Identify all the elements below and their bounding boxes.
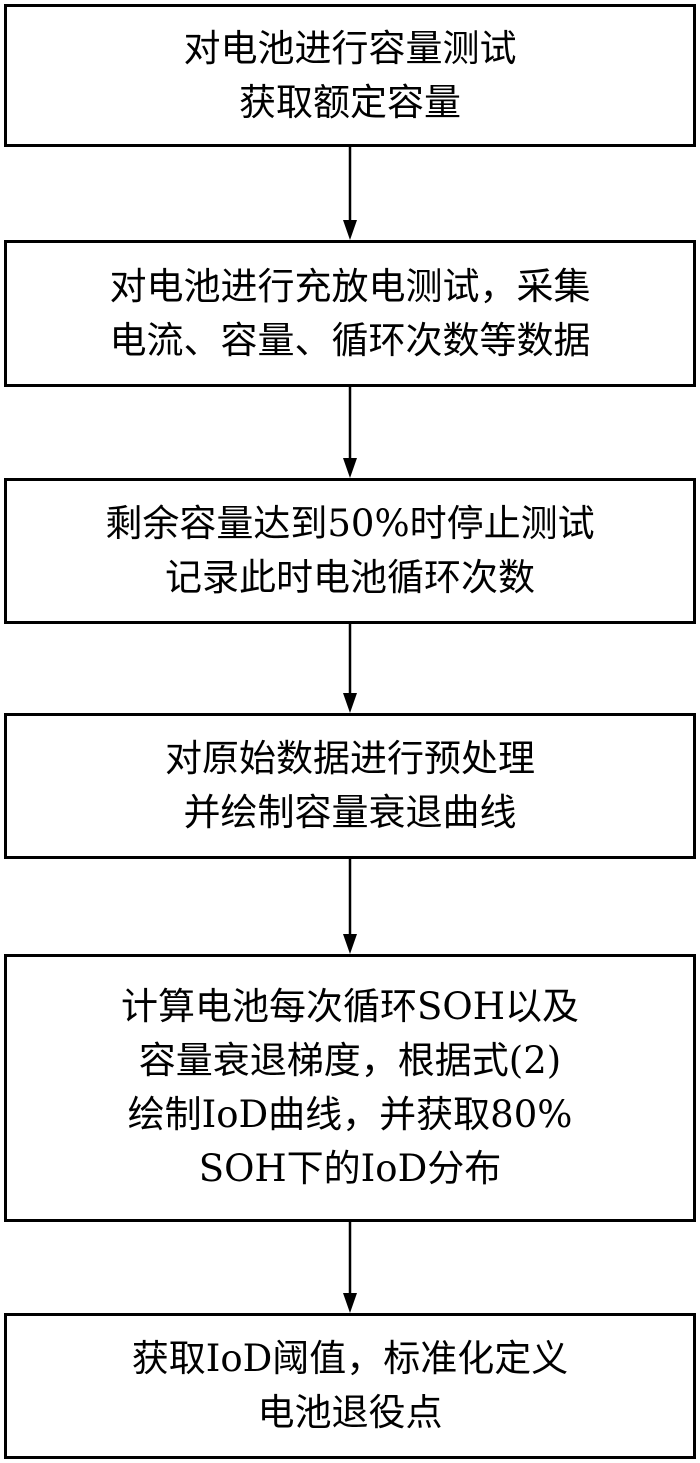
step-1-box: 对电池进行容量测试 获取额定容量 bbox=[4, 4, 696, 147]
step-2-line-2: 电流、容量、循环次数等数据 bbox=[109, 318, 591, 362]
step-6-line-1: 获取IoD阈值，标准化定义 bbox=[131, 1337, 569, 1380]
step-3-line-2: 记录此时电池循环次数 bbox=[165, 556, 535, 599]
step-3-line-1: 剩余容量达到50%时停止测试 bbox=[105, 502, 595, 545]
arrow-1-2-head bbox=[343, 220, 357, 240]
arrow-3-4-head bbox=[343, 693, 357, 713]
step-4-line-1: 对原始数据进行预处理 bbox=[165, 737, 535, 780]
arrow-3-4 bbox=[343, 624, 357, 713]
step-1-line-1: 对电池进行容量测试 bbox=[183, 26, 517, 70]
step-2-line-1: 对电池进行充放电测试，采集 bbox=[109, 264, 591, 308]
arrow-2-3-head bbox=[343, 458, 357, 478]
step-5-line-2: 容量衰退梯度，根据式(2) bbox=[138, 1039, 562, 1082]
step-5-line-1: 计算电池每次循环SOH以及 bbox=[121, 985, 579, 1028]
arrow-5-6-head bbox=[343, 1293, 357, 1313]
step-6-box: 获取IoD阈值，标准化定义 电池退役点 bbox=[4, 1313, 696, 1459]
step-3-box: 剩余容量达到50%时停止测试 记录此时电池循环次数 bbox=[4, 478, 696, 624]
arrow-4-5 bbox=[343, 859, 357, 954]
step-6-line-2: 电池退役点 bbox=[257, 1391, 443, 1434]
step-5-line-4: SOH下的IoD分布 bbox=[198, 1147, 502, 1190]
step-4-box: 对原始数据进行预处理 并绘制容量衰退曲线 bbox=[4, 713, 696, 859]
arrow-2-3 bbox=[343, 387, 357, 478]
step-5-box: 计算电池每次循环SOH以及 容量衰退梯度，根据式(2) 绘制IoD曲线，并获取8… bbox=[4, 954, 696, 1222]
step-4-line-2: 并绘制容量衰退曲线 bbox=[183, 791, 517, 834]
arrow-4-5-head bbox=[343, 934, 357, 954]
step-1-line-2: 获取额定容量 bbox=[239, 80, 461, 124]
arrow-5-6 bbox=[343, 1222, 357, 1313]
step-2-box: 对电池进行充放电测试，采集 电流、容量、循环次数等数据 bbox=[4, 240, 696, 387]
step-5-line-3: 绘制IoD曲线，并获取80% bbox=[127, 1093, 573, 1136]
arrow-1-2 bbox=[343, 147, 357, 240]
